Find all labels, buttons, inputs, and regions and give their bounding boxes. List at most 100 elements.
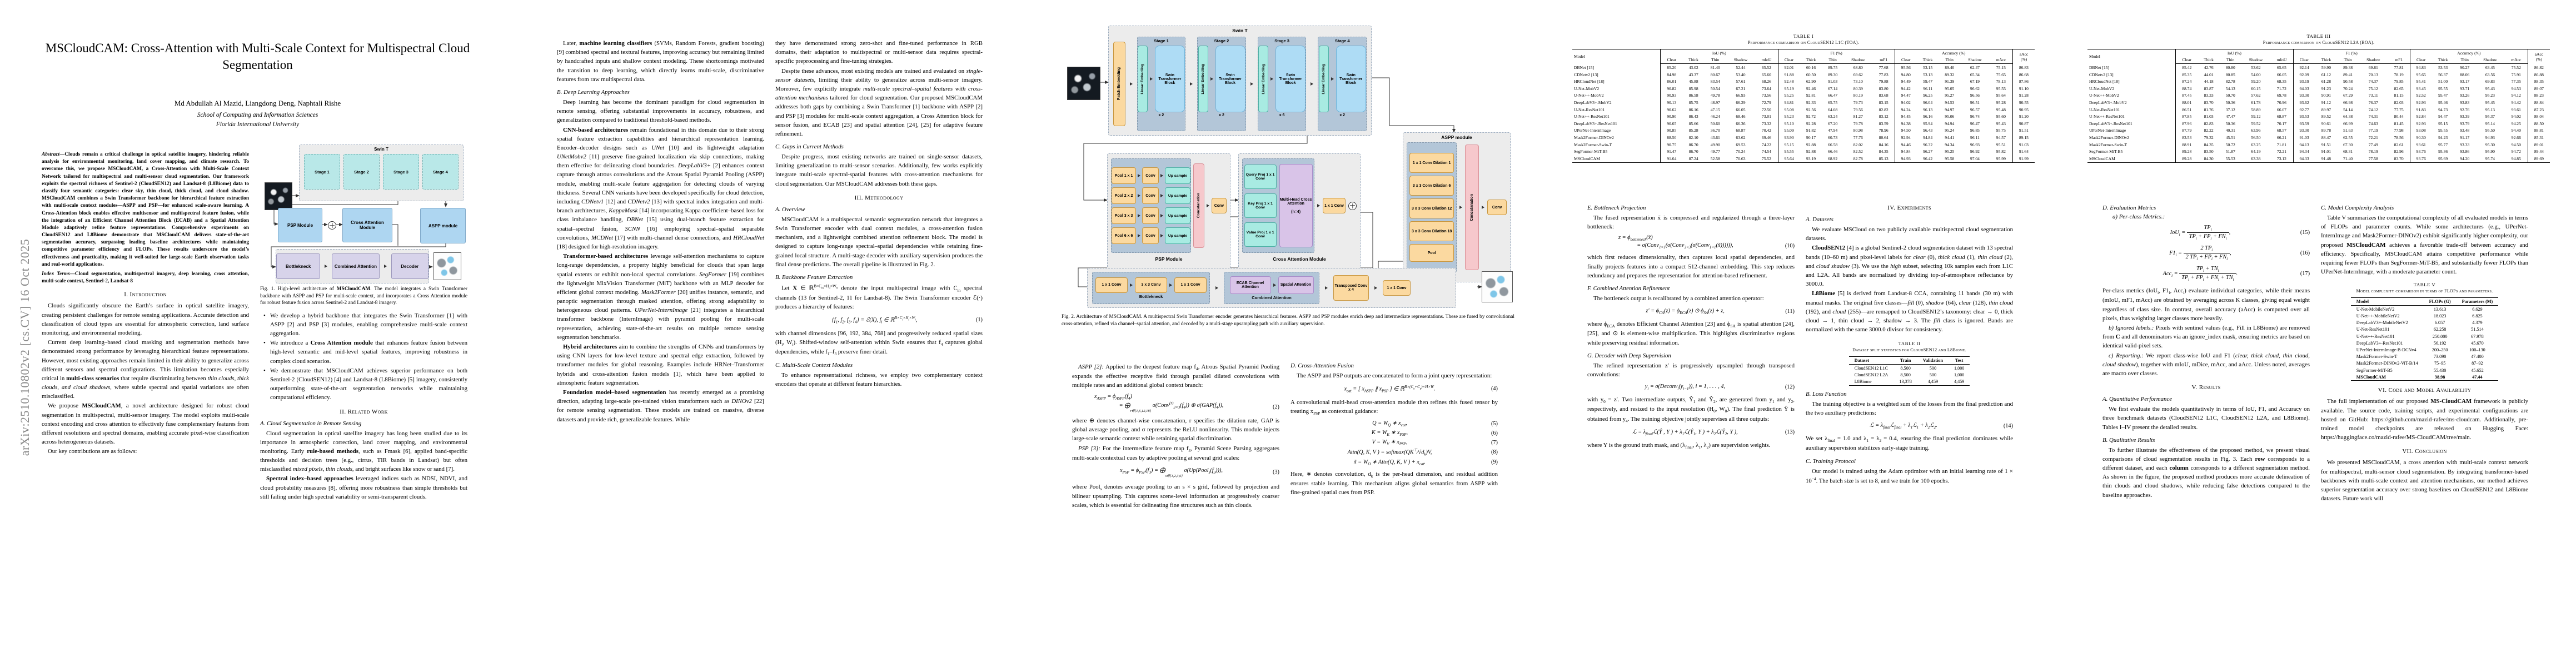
- table-cell: 48.97: [1710, 99, 1720, 105]
- arrow-icon: [1190, 82, 1193, 86]
- datasets-paragraph-cloudsen12: CloudSEN12 [4] is a global Sentinel-2 cl…: [1806, 245, 2014, 288]
- table-cell: mAcc: [2504, 56, 2528, 64]
- subsection-cloud-segmentation: A. Cloud Segmentation in Remote Sensing: [260, 420, 362, 427]
- table-cell: 95.55: [1996, 86, 2006, 91]
- subsection-bottleneck-projection: E. Bottleneck Projection: [1587, 205, 1646, 211]
- table-cell: 93.59: [2293, 120, 2315, 127]
- table-cell: 67.20: [1828, 121, 1838, 126]
- table-cell: 67.21: [1736, 86, 1746, 91]
- table-cell: U-Net++-ResNet101: [2089, 114, 2125, 120]
- table-cell: 96.42: [1916, 155, 1939, 163]
- table-cell: 77.49: [2368, 142, 2378, 147]
- table-cell: 200–250: [2431, 347, 2448, 353]
- table-cell: 93.33: [2460, 142, 2470, 147]
- table-cell: DeepLabV3+-ResNet101: [2089, 121, 2132, 126]
- table-cell: IoU (%): [2175, 48, 2294, 57]
- table-cell: 56.37: [2438, 72, 2448, 77]
- table-cell: 95.69: [2431, 155, 2454, 163]
- table-cell: 85.35: [2175, 71, 2198, 78]
- fig1-bottleneck: Bottlekneck: [276, 253, 321, 279]
- arrow-icon: [1149, 77, 1153, 81]
- fig2-mhca: Multi-Head Cross Attention(h=4): [1279, 164, 1313, 247]
- table-cell: mIoU: [2270, 56, 2294, 64]
- table-3-subtitle: Performance comparison on CloudSEN12 L2A…: [2263, 40, 2375, 45]
- table-cell: 88.23: [2527, 92, 2550, 99]
- table-cell: 88.74: [2175, 84, 2198, 92]
- subsection-quantitative: A. Quantitative Performance: [2102, 396, 2173, 403]
- subsection-qualitative: B. Qualitative Results: [2102, 436, 2155, 444]
- fig1-stage-4: Stage 4: [422, 154, 459, 190]
- table-cell: Parameters (M): [2456, 297, 2499, 306]
- page3-right-column: D. Cross-Attention Fusion The ASPP and P…: [1291, 362, 1498, 497]
- table-cell: 94.97: [1945, 107, 1955, 112]
- contribution-bullet-2: •We introduce a Cross Attention module t…: [260, 339, 467, 366]
- table-cell: 69.53: [1736, 142, 1746, 147]
- table-cell: 82.96: [2394, 149, 2404, 155]
- backbone-paragraph: Let X ∈ ℝB×Cin×H0×W0 denote the input mu…: [775, 283, 983, 310]
- table-cell: 70.17: [2276, 121, 2286, 126]
- table-cell: 94.50: [1894, 127, 1917, 135]
- table-cell: 60.73: [1828, 135, 1838, 140]
- table-cell: 71.40: [2337, 155, 2359, 163]
- table-cell: 500: [1929, 372, 1937, 378]
- fig1-stage-3: Stage 3: [383, 154, 419, 190]
- table-cell: 73.090: [2433, 354, 2447, 360]
- fig1-psp-module: PSP Module: [278, 208, 322, 242]
- table-cell: 94.34: [2293, 148, 2315, 155]
- table-cell: 65.60: [1761, 72, 1771, 77]
- table-cell: 89.32: [1945, 72, 1955, 77]
- table-cell: 90.82: [1660, 84, 1683, 92]
- table-cell: aAcc(%): [2527, 48, 2550, 64]
- fig2-cam-title: Cross Attention Module: [1273, 256, 1326, 262]
- table-1-title: TABLE I: [1793, 33, 1814, 39]
- table-cell: 51.63: [2343, 128, 2353, 133]
- bullet-icon: •: [263, 312, 266, 319]
- table-cell: Validation: [1917, 356, 1949, 365]
- table-cell: 91.83: [2409, 106, 2432, 113]
- table-cell: 74.31: [2368, 114, 2378, 120]
- table-cell: UPerNet-InternImage-B-DCNv4: [2356, 347, 2416, 353]
- table-cell: 66.05: [1736, 107, 1746, 112]
- dl-paragraph-foundation: Foundation model–based segmentation has …: [557, 389, 764, 423]
- table-cell: 81.15: [2394, 93, 2404, 98]
- table-cell: 95.41: [2409, 78, 2432, 85]
- dl-paragraph-1: Deep learning has become the dominant pa…: [557, 98, 764, 124]
- table-cell: 49.90: [1710, 142, 1720, 147]
- table-cell: 96.27: [1923, 149, 1933, 155]
- table-cell: Clear: [2175, 56, 2198, 64]
- table-cell: Thick: [1682, 56, 1705, 64]
- arrow-icon: [1250, 82, 1253, 86]
- table-cell: 72.79: [1761, 99, 1771, 105]
- table-cell: FLOPs (G): [2423, 297, 2457, 306]
- table-cell: 60.50: [1806, 72, 1816, 77]
- table-cell: 13,378: [1894, 378, 1917, 386]
- table-cell: 94.12: [2511, 93, 2521, 98]
- fig2-aspp-conv-d1: 1 x 1 Conv Dilation 1: [1409, 153, 1454, 173]
- table-cell: 80.98: [1853, 128, 1863, 133]
- table-cell: 96.93: [1970, 142, 1980, 147]
- table-cell: 47.44: [2456, 374, 2499, 381]
- subsection-multiscale-context: C. Multi-Scale Context Modules: [775, 362, 853, 369]
- table-cell: 95.06: [1945, 114, 1955, 120]
- fig2-aspp-branches: 1 x 1 Conv Dilation 1 3 x 3 Conv Dilatio…: [1407, 142, 1457, 272]
- equation-13: ℒ = λfinalℒ(Ŷ , Y ) + λ1ℒ(Ŷ1, Y ) + λ2ℒ(…: [1632, 429, 1795, 436]
- table-cell: 60.15: [2251, 86, 2261, 91]
- table-cell: 74.12: [2368, 107, 2378, 112]
- fig2-aspp-title: ASPP module: [1441, 135, 1472, 140]
- paper-authors: Md Abdullah Al Mazid, Liangdong Deng, Na…: [174, 99, 341, 107]
- table-cell: 90.58: [2343, 79, 2353, 84]
- table-cell: 87.45: [2175, 92, 2198, 99]
- decoder-paragraph-1: The refined representation z′ is progres…: [1587, 362, 1795, 378]
- table-cell: 61.12: [2321, 72, 2331, 77]
- dl-paragraph-cnn: CNN-based architectures remain foundatio…: [557, 126, 765, 250]
- contribution-bullet-3: •We demonstrate that MSCloudCAM achieves…: [260, 366, 467, 402]
- arrow-icon: [1206, 204, 1209, 207]
- table-cell: 95.13: [2485, 107, 2495, 112]
- psp-paragraph: PSP [3]: For the intermediate feature ma…: [1072, 445, 1279, 461]
